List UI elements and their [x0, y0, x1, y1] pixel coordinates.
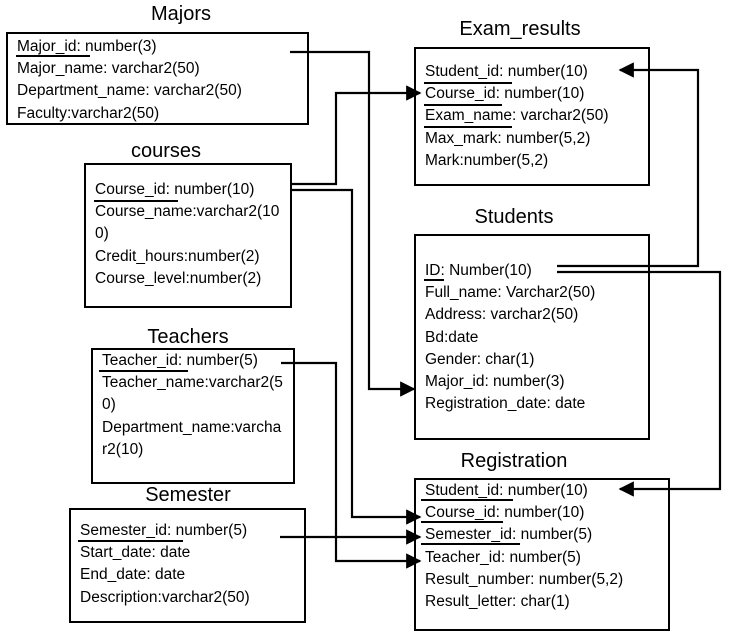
- majors-department-name-field: Department_name: varchar2(50): [17, 82, 242, 100]
- courses-table: Course_id: number(10) Course_name:varcha…: [84, 163, 292, 308]
- courses-course-name-field: Course_name:varchar2(100): [95, 203, 280, 243]
- students-address-field: Address: varchar2(50): [425, 306, 579, 324]
- majors-table: Major_id: number(3) Major_name: varchar2…: [6, 32, 309, 125]
- exam-results-student-id-field: Student_id: number(10): [425, 63, 588, 80]
- majors-table-title: Majors: [150, 3, 211, 25]
- majors-faculty-field: Faculty:varchar2(50): [17, 104, 160, 122]
- courses-table-title: courses: [130, 140, 202, 162]
- semester-end-date-field: End_date: date: [80, 566, 186, 584]
- registration-semester-id-field: Semester_id: number(5): [425, 526, 593, 544]
- registration-student-id-field: Student_id: number(10): [425, 482, 588, 499]
- semester-start-date-field: Start_date: date: [80, 544, 191, 562]
- courses-credit-hours-field: Credit_hours:number(2): [95, 247, 260, 265]
- registration-course-id-field: Course_id: number(10): [425, 504, 585, 522]
- students-table-title: Students: [474, 206, 554, 228]
- link-courses-to-registration: [290, 188, 422, 525]
- students-id-field: ID: Number(10): [425, 262, 532, 279]
- registration-result-number-field: Result_number: number(5,2): [425, 570, 624, 588]
- registration-table-title: Registration: [460, 450, 568, 472]
- semester-semester-id-field: Semester_id: number(5): [80, 522, 248, 539]
- teachers-department-name-field: Department_name:varchar2(10): [102, 418, 282, 458]
- exam-results-table: Student_id: number(10) Course_id: number…: [414, 47, 650, 186]
- registration-table: Student_id: number(10) Course_id: number…: [414, 478, 670, 631]
- courses-course-id-field: Course_id: number(10): [95, 181, 255, 198]
- students-full-name-field: Full_name: Varchar2(50): [425, 284, 596, 302]
- teachers-table-title: Teachers: [147, 326, 229, 348]
- students-gender-field: Gender: char(1): [425, 350, 535, 368]
- link-courses-to-exam-results: [290, 85, 422, 186]
- students-registration-date-field: Registration_date: date: [425, 395, 586, 413]
- exam-results-max-mark-field: Max_mark: number(5,2): [425, 129, 591, 147]
- majors-major-id-field: Major_id: number(3): [17, 38, 157, 55]
- teachers-table: Teacher_id: number(5) Teacher_name:varch…: [91, 348, 295, 484]
- exam-results-course-id-field: Course_id: number(10): [425, 85, 585, 103]
- courses-course-level-field: Course_level:number(2): [95, 269, 262, 287]
- majors-major-name-field: Major_name: varchar2(50): [17, 60, 200, 78]
- students-table: ID: Number(10) Full_name: Varchar2(50) A…: [414, 234, 650, 440]
- students-major-id-field: Major_id: number(3): [425, 373, 565, 391]
- teachers-teacher-name-field: Teacher_name:varchar2(50): [102, 374, 283, 414]
- registration-result-letter-field: Result_letter: char(1): [425, 593, 570, 611]
- teachers-teacher-id-field: Teacher_id: number(5): [102, 352, 258, 369]
- exam-results-exam-name-field: Exam_name: varchar2(50): [425, 107, 609, 125]
- semester-table-title: Semester: [145, 484, 231, 506]
- semester-description-field: Description:varchar2(50): [80, 588, 250, 606]
- students-bd-field: Bd:date: [425, 328, 479, 346]
- exam-results-table-title: Exam_results: [459, 18, 581, 40]
- exam-results-mark-field: Mark:number(5,2): [425, 151, 549, 169]
- semester-table: Semester_id: number(5) Start_date: date …: [69, 508, 306, 623]
- registration-teacher-id-field: Teacher_id: number(5): [425, 548, 581, 566]
